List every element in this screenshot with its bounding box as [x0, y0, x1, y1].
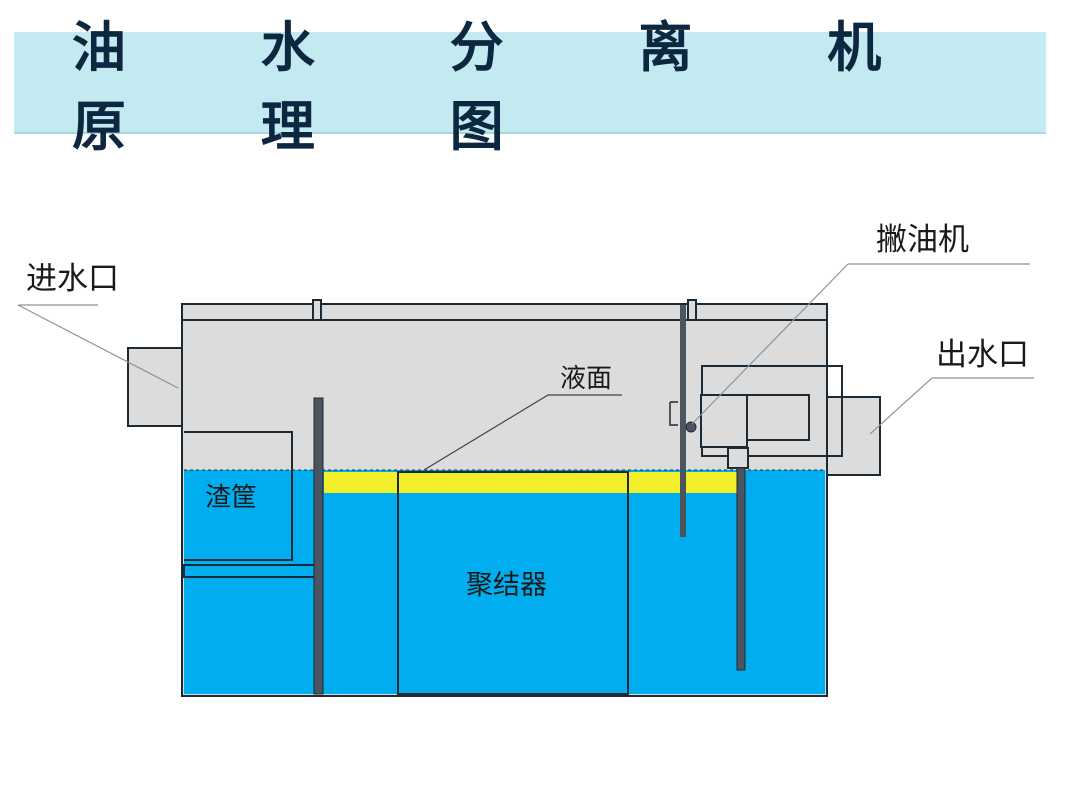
label-coalescer: 聚结器: [466, 570, 547, 601]
skimmer-shaft: [685, 421, 697, 433]
label-skimmer: 撇油机: [876, 222, 969, 258]
skimmer-motor-box: [746, 394, 810, 441]
skimmer-bracket: [669, 401, 678, 426]
outlet-pipe: [826, 396, 881, 476]
coalescer: [397, 471, 629, 695]
baffle-plate: [313, 397, 324, 695]
skimmer-motor: [700, 394, 748, 448]
oil-outlet-collar: [727, 447, 749, 469]
tank-outline: [181, 303, 828, 697]
oil-layer: [324, 472, 742, 493]
skimmer-rod: [680, 305, 686, 537]
leader-outlet-diag: [869, 377, 933, 435]
label-liquid-level: 液面: [560, 364, 612, 394]
leader-liquid-level-diag: [423, 394, 549, 471]
lid-hinge-right: [687, 299, 697, 321]
label-outlet: 出水口: [936, 337, 1029, 373]
slag-basket: [184, 431, 293, 561]
label-slag-basket: 渣筐: [205, 483, 257, 513]
water-left-chamber: [184, 470, 316, 694]
lid-hinge-left: [312, 299, 322, 321]
label-inlet: 进水口: [26, 261, 119, 297]
oil-outlet-pipe: [736, 467, 746, 671]
leader-inlet-diag: [17, 304, 179, 389]
inlet-pipe: [127, 347, 183, 427]
leader-skimmer-diag: [691, 263, 849, 425]
